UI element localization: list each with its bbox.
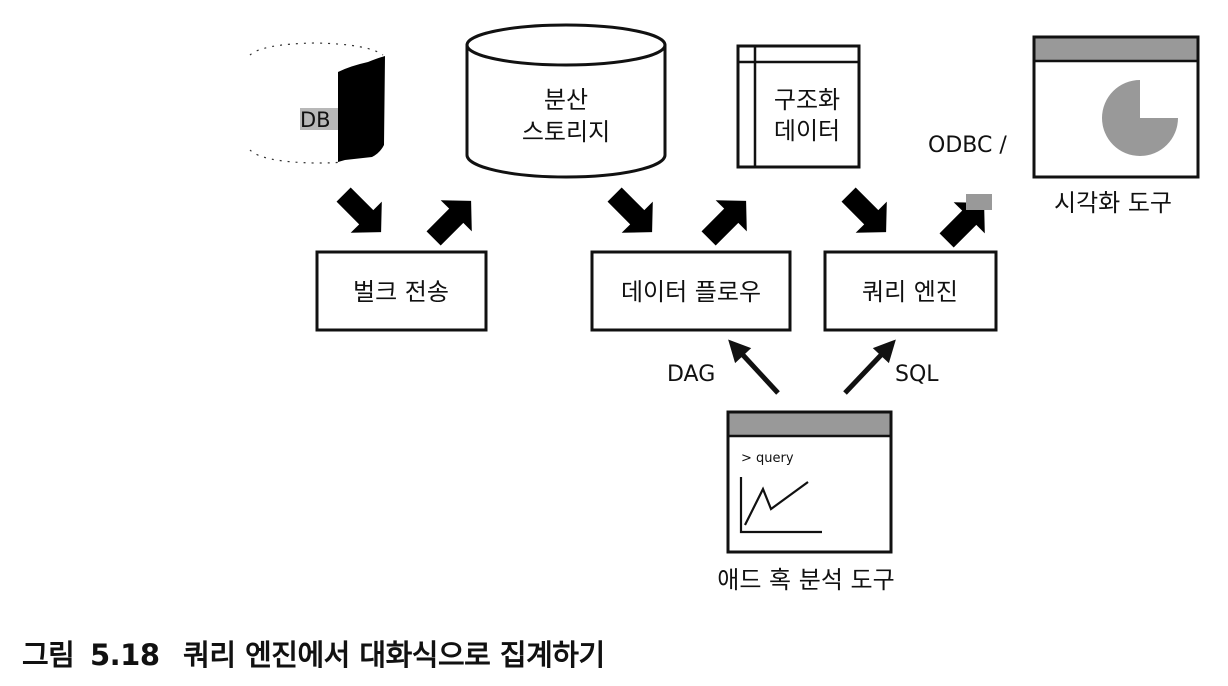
structured-data-node: 구조화 데이터	[736, 44, 861, 169]
arrow-storage-to-dataflow	[607, 187, 653, 233]
visualization-tool-label: 시각화 도구	[1054, 189, 1172, 217]
distributed-storage-node: 분산 스토리지	[465, 23, 667, 179]
arrow-db-to-bulk	[336, 187, 382, 233]
arrow-structured-to-query-engine	[841, 187, 887, 233]
dataflow-node: 데이터 플로우	[590, 250, 792, 332]
query-prompt-text: > query	[741, 451, 794, 466]
arrow-dataflow-to-structured	[701, 200, 747, 246]
structured-label-line2: 데이터	[774, 117, 840, 145]
db-label: DB	[300, 108, 331, 132]
adhoc-analysis-tool-label: 애드 혹 분석 도구	[717, 566, 894, 594]
dataflow-label: 데이터 플로우	[621, 278, 761, 306]
sql-label: SQL	[895, 362, 939, 387]
db-node: DB	[249, 42, 385, 164]
query-engine-node: 쿼리 엔진	[823, 250, 998, 332]
arrow-query-engine-to-viz	[939, 202, 985, 248]
arrow-bulk-to-storage	[426, 200, 472, 246]
caption-label: 그림	[22, 638, 75, 672]
dag-label: DAG	[667, 362, 715, 387]
dag-arrow	[728, 339, 780, 395]
diagram-canvas: DB 분산 스토리지 구조화 데이터 시각화 도구 ODBC / 벌크 전송 데…	[249, 23, 1200, 594]
adhoc-analysis-tool-node: > query 애드 혹 분석 도구	[717, 410, 895, 594]
bulk-transfer-node: 벌크 전송	[315, 250, 488, 332]
caption-number: 5.18	[89, 638, 160, 672]
odbc-label: ODBC /	[928, 133, 1007, 158]
query-engine-label: 쿼리 엔진	[862, 278, 958, 306]
bulk-transfer-label: 벌크 전송	[353, 278, 449, 306]
storage-label-line2: 스토리지	[522, 118, 610, 146]
sql-arrow	[843, 339, 896, 395]
pie-chart-icon	[1102, 80, 1178, 156]
storage-label-line1: 분산	[544, 86, 588, 114]
figure-caption: 그림 5.18 쿼리 엔진에서 대화식으로 집계하기	[22, 632, 605, 674]
caption-text: 쿼리 엔진에서 대화식으로 집계하기	[183, 638, 605, 672]
visualization-tool-node: 시각화 도구	[1032, 35, 1200, 217]
line-chart-icon	[739, 477, 822, 534]
flow-arrows	[336, 187, 985, 248]
structured-label-line1: 구조화	[774, 86, 840, 114]
